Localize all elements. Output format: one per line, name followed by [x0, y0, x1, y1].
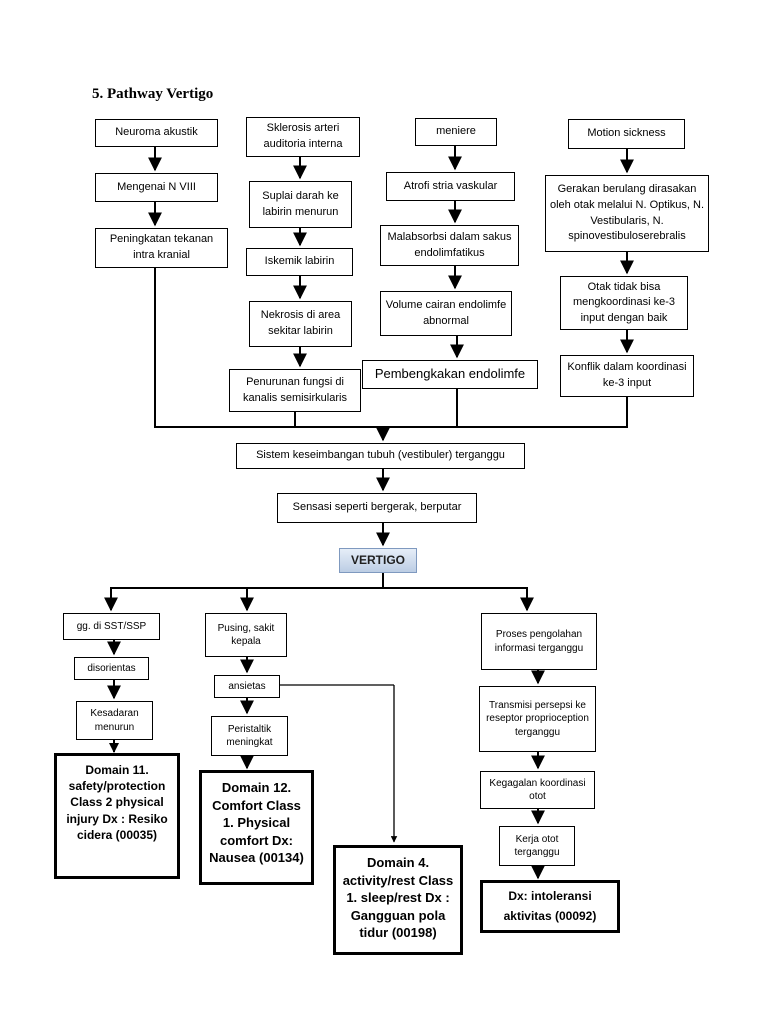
node-volume-cairan: Volume cairan endolimfe abnormal: [380, 291, 512, 336]
node-nekrosis: Nekrosis di area sekitar labirin: [249, 301, 352, 347]
node-motion-sickness: Motion sickness: [568, 119, 685, 149]
node-kesadaran-menurun: Kesadaran menurun: [76, 701, 153, 740]
node-otak-tidak-bisa: Otak tidak bisa mengkoordinasi ke-3 inpu…: [560, 276, 688, 330]
diagram-title: 5. Pathway Vertigo: [92, 86, 214, 102]
node-mengenai-n-viii: Mengenai N VIII: [95, 173, 218, 202]
node-proses-pengolahan: Proses pengolahan informasi terganggu: [481, 613, 597, 670]
domain-12-box: Domain 12. Comfort Class 1. Physical com…: [199, 770, 314, 885]
node-gerakan-berulang: Gerakan berulang dirasakan oleh otak mel…: [545, 175, 709, 252]
node-malabsorbsi: Malabsorbsi dalam sakus endolimfatikus: [380, 225, 519, 266]
node-neuroma-akustik: Neuroma akustik: [95, 119, 218, 147]
node-pusing: Pusing, sakit kepala: [205, 613, 287, 657]
node-atrofi-stria: Atrofi stria vaskular: [386, 172, 515, 201]
node-peristaltik: Peristaltik meningkat: [211, 716, 288, 756]
node-kerja-otot: Kerja otot terganggu: [499, 826, 575, 866]
node-gg-sst-ssp: gg. di SST/SSP: [63, 613, 160, 640]
domain-4-box: Domain 4. activity/rest Class 1. sleep/r…: [333, 845, 463, 955]
node-peningkatan-tekanan: Peningkatan tekanan intra kranial: [95, 228, 228, 268]
node-konflik: Konflik dalam koordinasi ke-3 input: [560, 355, 694, 397]
node-sensasi: Sensasi seperti bergerak, berputar: [277, 493, 477, 523]
node-meniere: meniere: [415, 118, 497, 146]
node-kegagalan-koordinasi: Kegagalan koordinasi otot: [480, 771, 595, 809]
node-vertigo: VERTIGO: [339, 548, 417, 573]
node-sklerosis-arteri: Sklerosis arteri auditoria interna: [246, 117, 360, 157]
node-disorientasi: disorientas: [74, 657, 149, 680]
node-penurunan-fungsi: Penurunan fungsi di kanalis semisirkular…: [229, 369, 361, 412]
node-sistem-keseimbangan: Sistem keseimbangan tubuh (vestibuler) t…: [236, 443, 525, 469]
domain-11-box: Domain 11. safety/protection Class 2 phy…: [54, 753, 180, 879]
dx-intoleransi-aktivitas: Dx: intoleransi aktivitas (00092): [480, 880, 620, 933]
node-transmisi-persepsi: Transmisi persepsi ke reseptor proprioce…: [479, 686, 596, 752]
node-pembengkakan: Pembengkakan endolimfe: [362, 360, 538, 389]
node-suplai-darah: Suplai darah ke labirin menurun: [249, 181, 352, 228]
node-iskemik-labirin: Iskemik labirin: [246, 248, 353, 276]
node-ansietas: ansietas: [214, 675, 280, 698]
